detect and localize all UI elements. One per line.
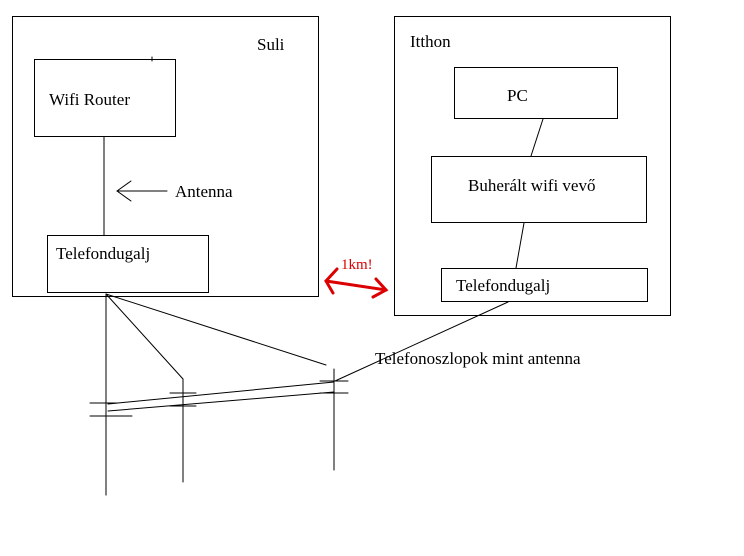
wifi-router-box (34, 59, 176, 137)
telephone-pole-1 (89, 389, 133, 496)
antenna-arrow (116, 180, 168, 202)
wifi-router-label: Wifi Router (49, 90, 130, 109)
wifi-receiver-label: Buherált wifi vevő (468, 176, 596, 195)
telephone-pole-2 (169, 378, 197, 483)
distance-arrow (324, 267, 389, 299)
wifi-receiver-box (431, 156, 647, 223)
pole-wires (107, 381, 335, 412)
home-socket-box (441, 268, 648, 302)
poles-label: Telefonoszlopok mint antenna (375, 349, 581, 368)
telephone-pole-3 (319, 368, 349, 471)
pc-box (454, 67, 618, 119)
school-socket-box (47, 235, 209, 293)
distance-label: 1km! (341, 257, 373, 273)
school-wires (105, 293, 327, 496)
home-building-box (394, 16, 671, 316)
home-title: Itthon (410, 32, 451, 51)
home-socket-label: Telefondugalj (456, 276, 551, 295)
school-socket-label: Telefondugalj (56, 244, 151, 263)
pc-label: PC (507, 86, 528, 105)
home-wire (334, 301, 509, 382)
pc-to-receiver-line (530, 118, 544, 157)
school-title: Suli (257, 35, 285, 54)
antenna-label: Antenna (175, 182, 233, 201)
school-building-box (12, 16, 319, 297)
receiver-to-socket-line (515, 222, 525, 269)
